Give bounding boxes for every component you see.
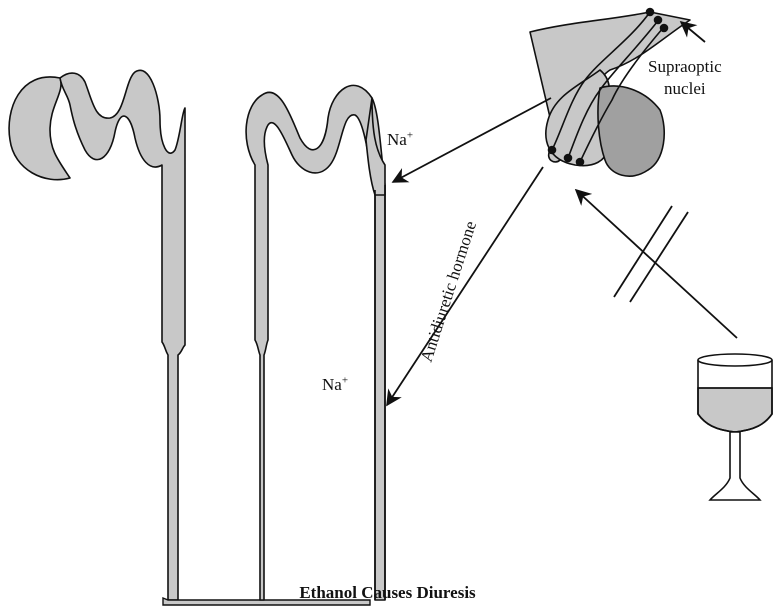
- distal-tubule: [246, 85, 385, 600]
- supraoptic-nuclei-label: Supraoptic nuclei: [648, 56, 722, 100]
- supraoptic-line1: Supraoptic: [648, 56, 722, 78]
- sodium-symbol: Na: [322, 375, 342, 394]
- wine-glass-icon: [698, 354, 772, 500]
- sodium-charge: +: [407, 129, 413, 141]
- figure-caption: Ethanol Causes Diuresis: [0, 583, 775, 603]
- arrow-to-collecting-duct: [387, 167, 543, 405]
- supraoptic-line2: nuclei: [648, 78, 722, 100]
- arrow-to-nuclei: [681, 22, 705, 42]
- arrow-to-distal-tubule: [393, 98, 551, 182]
- sodium-label-distal: Na+: [387, 130, 413, 149]
- proximal-tubule: [9, 70, 185, 600]
- sodium-charge: +: [342, 374, 348, 386]
- sodium-label-collecting: Na+: [322, 375, 348, 394]
- sodium-symbol: Na: [387, 130, 407, 149]
- arrow-ethanol-inhibition: [576, 190, 737, 338]
